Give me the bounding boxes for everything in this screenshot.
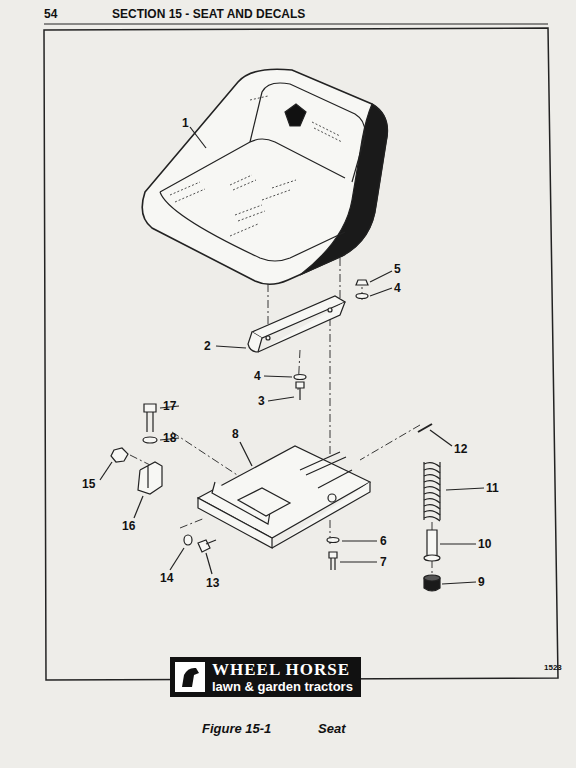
- section-title: SECTION 15 - SEAT AND DECALS: [112, 8, 305, 20]
- figure-title: Seat: [318, 722, 345, 735]
- header-rule: [44, 24, 548, 25]
- figure-caption: Figure 15-1: [202, 722, 271, 735]
- callout-number: 2: [204, 340, 211, 352]
- callout-number: 17: [163, 400, 176, 412]
- page-code: 1523: [544, 664, 562, 672]
- page-frame: [44, 28, 558, 680]
- brand-tagline: lawn & garden tractors: [212, 680, 353, 695]
- brand-name: WHEEL HORSE: [212, 660, 353, 680]
- brand-logo: WHEEL HORSElawn & garden tractors: [170, 657, 361, 697]
- callout-number: 1: [182, 117, 189, 129]
- callout-number: 16: [122, 520, 135, 532]
- callout-number: 3: [258, 395, 265, 407]
- seat-bracket: [248, 296, 345, 352]
- callout-number: 14: [160, 572, 173, 584]
- seat: [142, 69, 387, 284]
- logo-icon: [174, 661, 206, 693]
- callout-number: 6: [380, 535, 387, 547]
- callout-number: 13: [206, 577, 219, 589]
- leader-lines: [100, 127, 484, 584]
- callout-number: 8: [232, 428, 239, 440]
- base-plate: [198, 446, 370, 548]
- callout-number: 12: [454, 443, 467, 455]
- callout-number: 10: [478, 538, 491, 550]
- callout-number: 5: [394, 263, 401, 275]
- page-number: 54: [44, 8, 57, 20]
- callout-number: 4: [394, 282, 401, 294]
- callout-number: 11: [486, 482, 499, 494]
- callout-number: 18: [163, 432, 176, 444]
- spring: [424, 462, 440, 520]
- callout-number: 4: [254, 370, 261, 382]
- callout-number: 15: [82, 478, 95, 490]
- callout-number: 9: [478, 576, 485, 588]
- callout-number: 7: [380, 556, 387, 568]
